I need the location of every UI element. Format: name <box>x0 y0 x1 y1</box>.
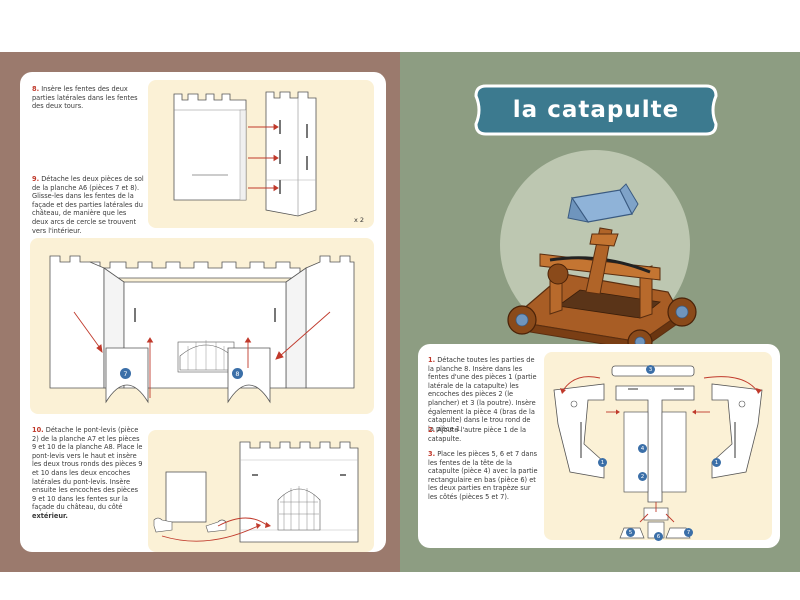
step-8-number: 8. <box>32 85 40 93</box>
drawbridge-illustration <box>153 441 359 543</box>
part-2-marker: 2 <box>638 472 647 481</box>
part-3-marker: 3 <box>646 365 655 374</box>
catapult-step-2-text: 2. Ajoute l'autre pièce 1 de la catapult… <box>428 426 538 443</box>
part-6-marker: 6 <box>654 532 663 541</box>
floor-piece-8-marker: 8 <box>232 368 243 379</box>
part-4-marker: 4 <box>638 444 647 453</box>
part-5-marker: 5 <box>626 528 635 537</box>
page-title: la catapulte <box>512 97 680 123</box>
catapult-step-3-number: 3. <box>428 450 436 458</box>
left-page: 8. Insère les fentes des deux parties la… <box>0 52 400 572</box>
right-page: la catapulte 1. Détache toutes le <box>400 52 800 572</box>
banner-shape <box>474 84 718 136</box>
part-1-left-marker: 1 <box>598 458 607 467</box>
step-9-text: 9. Détache les deux pièces de sol de la … <box>32 175 144 235</box>
catapult-step-1-number: 1. <box>428 356 436 364</box>
title-banner: la catapulte <box>472 82 720 138</box>
step-9-body: Détache les deux pièces de sol de la pla… <box>32 175 144 235</box>
catapult-step-1-text: 1. Détache toutes les parties de la plan… <box>428 356 538 433</box>
catapult-step-2-body: Ajoute l'autre pièce 1 de la catapulte. <box>428 426 527 443</box>
castle-front-illustration <box>49 255 355 404</box>
step-8-text: 8. Insère les fentes des deux parties la… <box>32 85 144 111</box>
step-10-number: 10. <box>32 426 44 434</box>
part-7-marker: 7 <box>684 528 693 537</box>
step-9-number: 9. <box>32 175 40 183</box>
catapult-illustration <box>507 183 697 355</box>
step-8-body: Insère les fentes des deux parties latér… <box>32 85 138 111</box>
catapult-step-3-body: Place les pièces 5, 6 et 7 dans les fent… <box>428 450 538 501</box>
tower-assembly-illustration <box>173 91 317 217</box>
step-10-body: Détache le pont-levis (pièce 2) de la pl… <box>32 426 143 512</box>
step-10-emphasis: extérieur. <box>32 511 68 520</box>
catapult-step-3-text: 3. Place les pièces 5, 6 et 7 dans les f… <box>428 450 538 502</box>
catapult-step-2-number: 2. <box>428 426 436 434</box>
step-10-text: 10. Détache le pont-levis (pièce 2) de l… <box>32 426 144 521</box>
floor-piece-7-marker: 7 <box>120 368 131 379</box>
catapult-parts-illustration <box>553 365 763 539</box>
catapult-step-1-body: Détache toutes les parties de la planche… <box>428 356 537 433</box>
quantity-x2-label: x 2 <box>354 216 365 224</box>
part-1-right-marker: 1 <box>712 458 721 467</box>
